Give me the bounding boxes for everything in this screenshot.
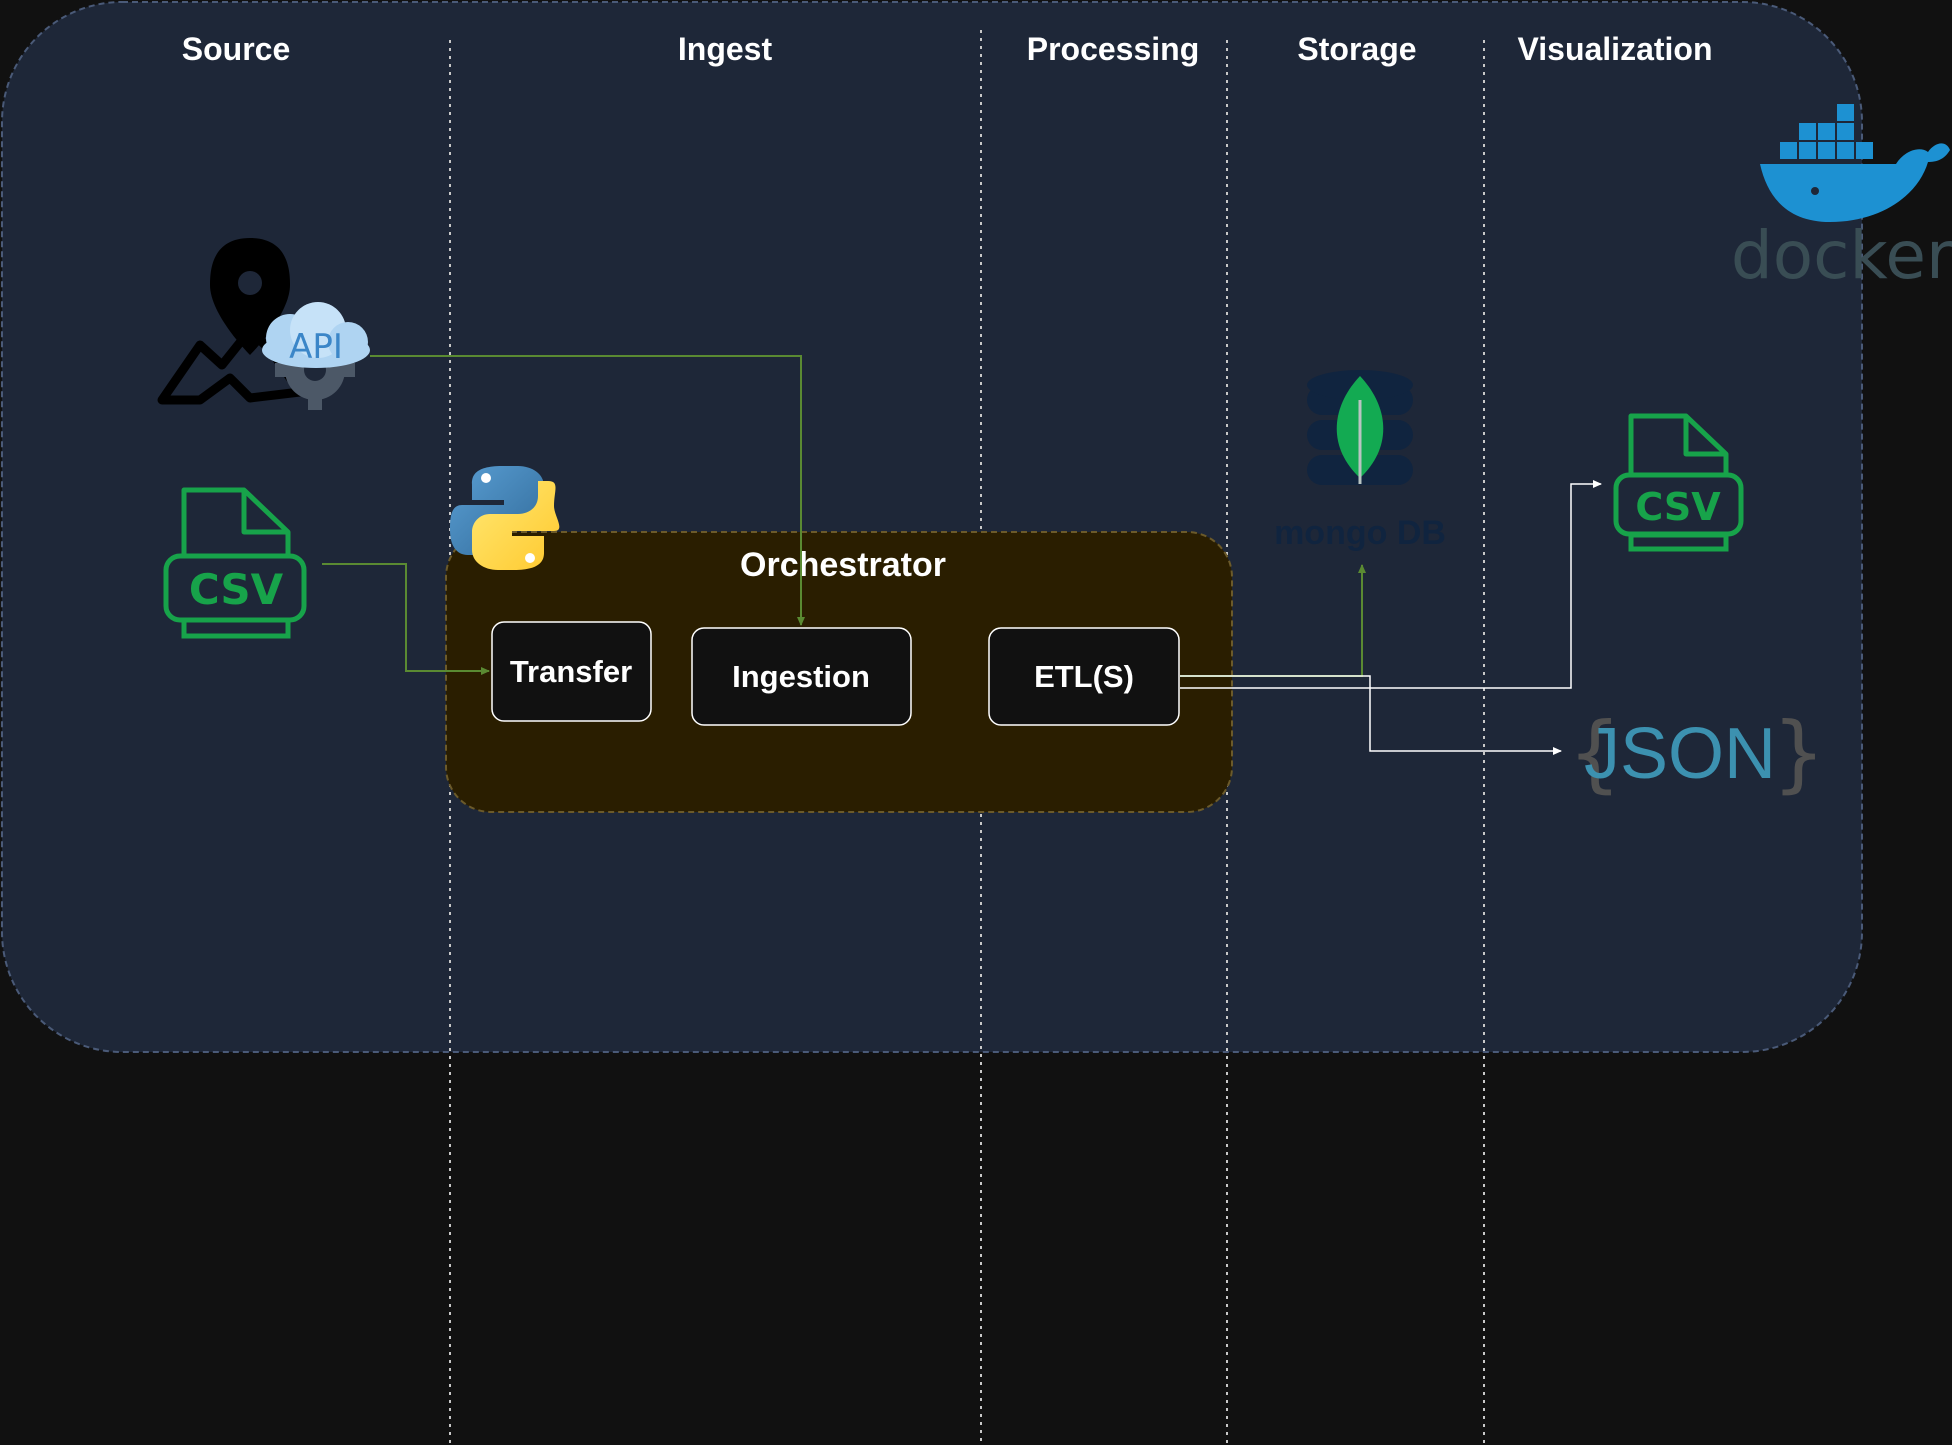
column-header-visualization: Visualization: [1517, 31, 1712, 67]
arrow-etl-to-json: [1180, 675, 1562, 755]
api-source-icon: API: [157, 238, 370, 410]
mongodb-icon: mongo DB: [1274, 370, 1446, 552]
python-icon: [450, 466, 560, 570]
column-header-storage: Storage: [1297, 31, 1416, 67]
csv-source-text: CSV: [189, 565, 284, 614]
docker-wordmark: docker: [1731, 217, 1952, 294]
transfer-box[interactable]: [491, 621, 652, 722]
json-wordmark: JSON: [1584, 714, 1776, 794]
ingestion-task[interactable]: Ingestion: [691, 627, 912, 726]
arrow-api-to-ingestion: [370, 355, 805, 626]
docker-whale-icon: [1760, 143, 1950, 222]
json-icon: { JSON }: [1568, 704, 1825, 802]
column-header-source: Source: [182, 31, 290, 67]
csv-output-icon: CSV: [1613, 413, 1744, 552]
orchestrator-title: Orchestrator: [740, 546, 946, 584]
csv-output-text: CSV: [1635, 485, 1721, 529]
column-separators: [449, 30, 1485, 1445]
ingestion-label: Ingestion: [732, 659, 870, 694]
docker-logo-icon: docker: [1731, 104, 1952, 294]
transfer-label: Transfer: [510, 654, 632, 689]
etl-label: ETL(S): [1034, 659, 1134, 694]
transfer-task[interactable]: Transfer: [491, 621, 652, 722]
csv-source-icon: CSV: [163, 487, 307, 639]
ingestion-box[interactable]: [691, 627, 912, 726]
arrow-etl-to-csv-output: [1180, 480, 1602, 689]
cloud-icon: [262, 302, 370, 368]
json-brace-close: }: [1772, 704, 1825, 802]
etl-task[interactable]: ETL(S): [988, 627, 1180, 726]
column-header-ingest: Ingest: [678, 31, 773, 67]
mongodb-wordmark: mongo DB: [1274, 514, 1446, 552]
api-badge-text: API: [289, 327, 343, 367]
column-header-processing: Processing: [1027, 31, 1200, 67]
json-brace-open: {: [1568, 704, 1621, 802]
etl-box[interactable]: [988, 627, 1180, 726]
arrow-csv-to-transfer: [322, 563, 490, 675]
